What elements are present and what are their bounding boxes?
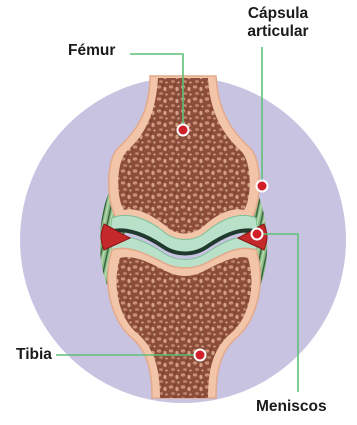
capsula-marker bbox=[257, 181, 268, 192]
femur-label: Fémur bbox=[68, 42, 115, 60]
capsula-label-line2: articular bbox=[226, 23, 330, 41]
capsula-label-line1: Cápsula bbox=[226, 5, 330, 23]
meniscos-label: Meniscos bbox=[256, 398, 327, 416]
capsula-articular-label: Cápsula articular bbox=[226, 5, 330, 41]
femur-marker bbox=[178, 125, 189, 136]
tibia-marker bbox=[195, 350, 206, 361]
meniscos-marker bbox=[252, 229, 263, 240]
tibia-label: Tibia bbox=[16, 346, 52, 364]
